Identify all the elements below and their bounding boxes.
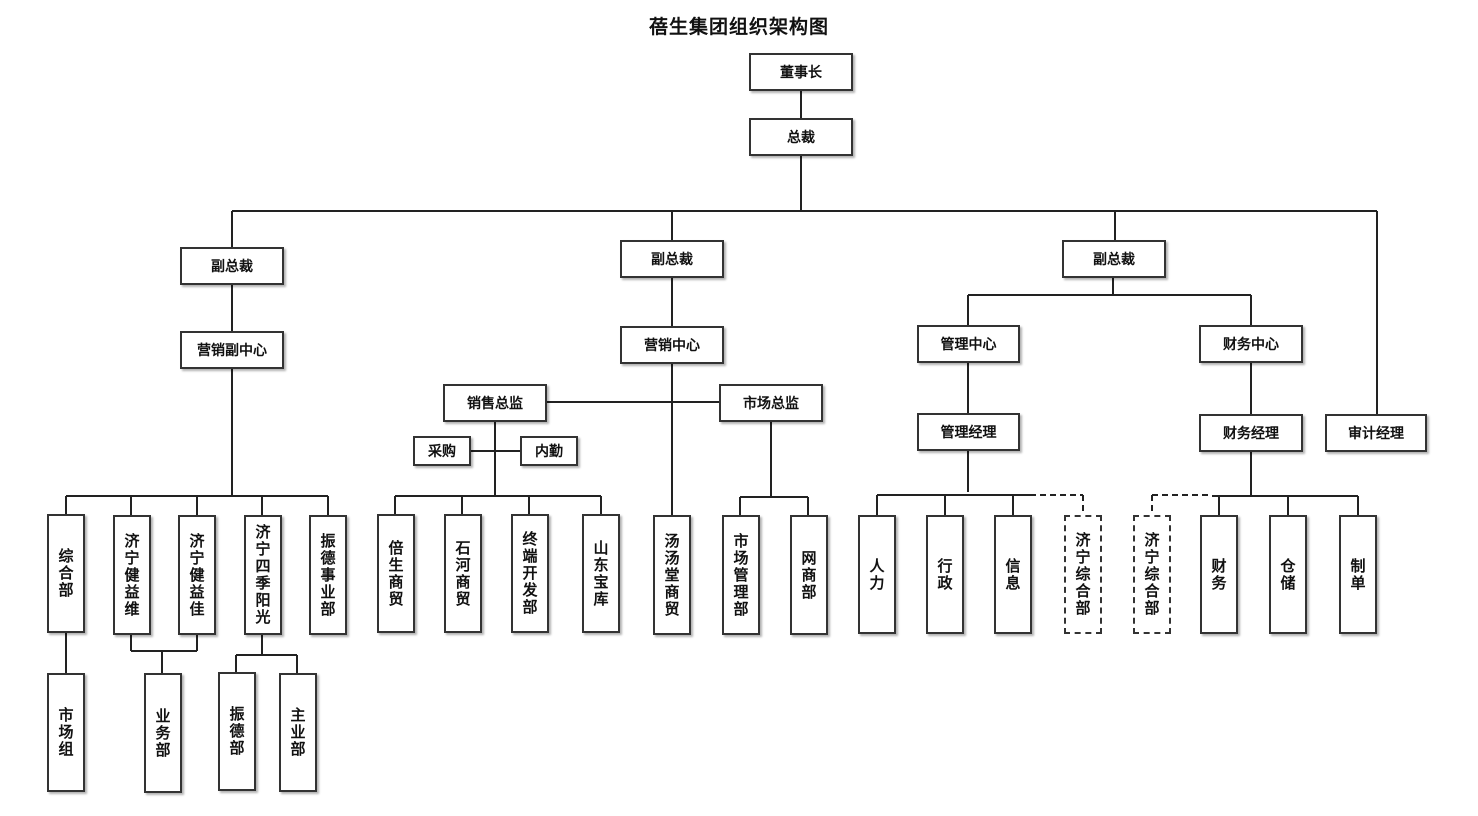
node-label: 济宁四季阳光 <box>253 524 272 626</box>
node-label: 仓储 <box>1278 557 1297 592</box>
node-jianyijia: 济宁健益佳 <box>178 515 216 635</box>
node-label: 财务 <box>1209 557 1228 592</box>
node-finance: 财务 <box>1200 515 1238 634</box>
node-label: 财务经理 <box>1223 426 1279 442</box>
node-vp-left: 副总裁 <box>180 247 284 285</box>
node-sales-director: 销售总监 <box>443 384 547 422</box>
node-chairman: 董事长 <box>749 53 853 91</box>
node-label: 济宁健益维 <box>122 532 141 618</box>
node-market-director: 市场总监 <box>719 384 823 422</box>
node-tangtang-trade: 汤汤堂商贸 <box>653 515 691 635</box>
node-main-business-dept: 主业部 <box>279 673 317 792</box>
node-label: 财务中心 <box>1223 337 1279 353</box>
node-label: 石河商贸 <box>453 539 472 608</box>
node-documentation: 制单 <box>1339 515 1377 634</box>
node-management-center: 管理中心 <box>917 325 1020 363</box>
node-internal-affairs: 内勤 <box>520 436 578 466</box>
node-zonghe-dept: 综合部 <box>47 514 85 633</box>
node-label: 副总裁 <box>1093 252 1135 268</box>
node-label: 总裁 <box>787 130 815 146</box>
node-label: 振德部 <box>227 706 246 757</box>
node-label: 综合部 <box>56 548 75 599</box>
node-management-manager: 管理经理 <box>917 413 1020 451</box>
node-jining-general-dept-finance: 济宁综合部 <box>1133 515 1171 634</box>
node-label: 山东宝库 <box>591 539 610 608</box>
node-label: 副总裁 <box>211 259 253 275</box>
node-label: 营销副中心 <box>197 343 267 359</box>
node-label: 市场组 <box>56 707 75 758</box>
node-purchasing: 采购 <box>413 436 471 466</box>
node-label: 市场总监 <box>743 396 799 412</box>
node-marketing-center: 营销中心 <box>620 326 724 364</box>
node-shandong-baoku: 山东宝库 <box>582 514 620 633</box>
node-label: 营销中心 <box>644 338 700 354</box>
node-label: 终端开发部 <box>520 531 539 616</box>
node-zhende-business: 振德事业部 <box>309 515 347 635</box>
node-finance-center: 财务中心 <box>1199 325 1303 363</box>
node-label: 制单 <box>1348 557 1367 592</box>
node-label: 审计经理 <box>1348 426 1404 442</box>
node-label: 业务部 <box>153 707 172 759</box>
node-president: 总裁 <box>749 118 853 156</box>
node-label: 倍生商贸 <box>386 539 405 608</box>
node-label: 信息 <box>1003 557 1022 592</box>
node-administration: 行政 <box>926 515 964 634</box>
node-label: 采购 <box>428 444 456 460</box>
node-label: 振德事业部 <box>318 532 337 618</box>
node-business-dept: 业务部 <box>144 673 182 793</box>
node-label: 济宁综合部 <box>1073 532 1092 617</box>
node-label: 管理中心 <box>940 337 997 353</box>
node-label: 济宁综合部 <box>1142 532 1161 617</box>
node-label: 副总裁 <box>651 252 693 268</box>
node-label: 汤汤堂商贸 <box>662 532 681 618</box>
node-information: 信息 <box>994 515 1032 634</box>
node-label: 济宁健益佳 <box>187 532 206 618</box>
node-label: 内勤 <box>535 444 563 460</box>
node-market-group: 市场组 <box>47 673 85 792</box>
node-label: 销售总监 <box>467 396 523 412</box>
node-label: 主业部 <box>288 707 307 758</box>
node-vp-middle: 副总裁 <box>620 240 724 278</box>
node-label: 人力 <box>867 557 886 592</box>
node-market-mgmt-dept: 市场管理部 <box>722 515 760 635</box>
node-marketing-vice-center: 营销副中心 <box>180 331 284 369</box>
node-online-business-dept: 网商部 <box>790 515 828 635</box>
node-warehouse: 仓储 <box>1269 515 1307 634</box>
node-audit-manager: 审计经理 <box>1325 414 1427 452</box>
node-terminal-dev-dept: 终端开发部 <box>511 514 549 633</box>
node-label: 管理经理 <box>940 425 997 441</box>
node-label: 市场管理部 <box>731 532 750 618</box>
node-finance-manager: 财务经理 <box>1199 414 1303 452</box>
node-beisheng-trade: 倍生商贸 <box>377 514 415 633</box>
node-jining-general-dept-mgmt: 济宁综合部 <box>1064 515 1102 634</box>
node-zhende-dept: 振德部 <box>218 672 256 791</box>
node-label: 网商部 <box>799 549 818 601</box>
node-jianyiwei: 济宁健益维 <box>113 515 151 635</box>
node-label: 行政 <box>935 557 954 592</box>
node-shihe-trade: 石河商贸 <box>444 514 482 633</box>
node-vp-right: 副总裁 <box>1062 240 1166 278</box>
node-hr: 人力 <box>858 515 896 634</box>
node-siji-yangguang: 济宁四季阳光 <box>244 515 282 635</box>
chart-title: 蓓生集团组织架构图 <box>648 16 829 38</box>
node-label: 董事长 <box>780 65 822 81</box>
